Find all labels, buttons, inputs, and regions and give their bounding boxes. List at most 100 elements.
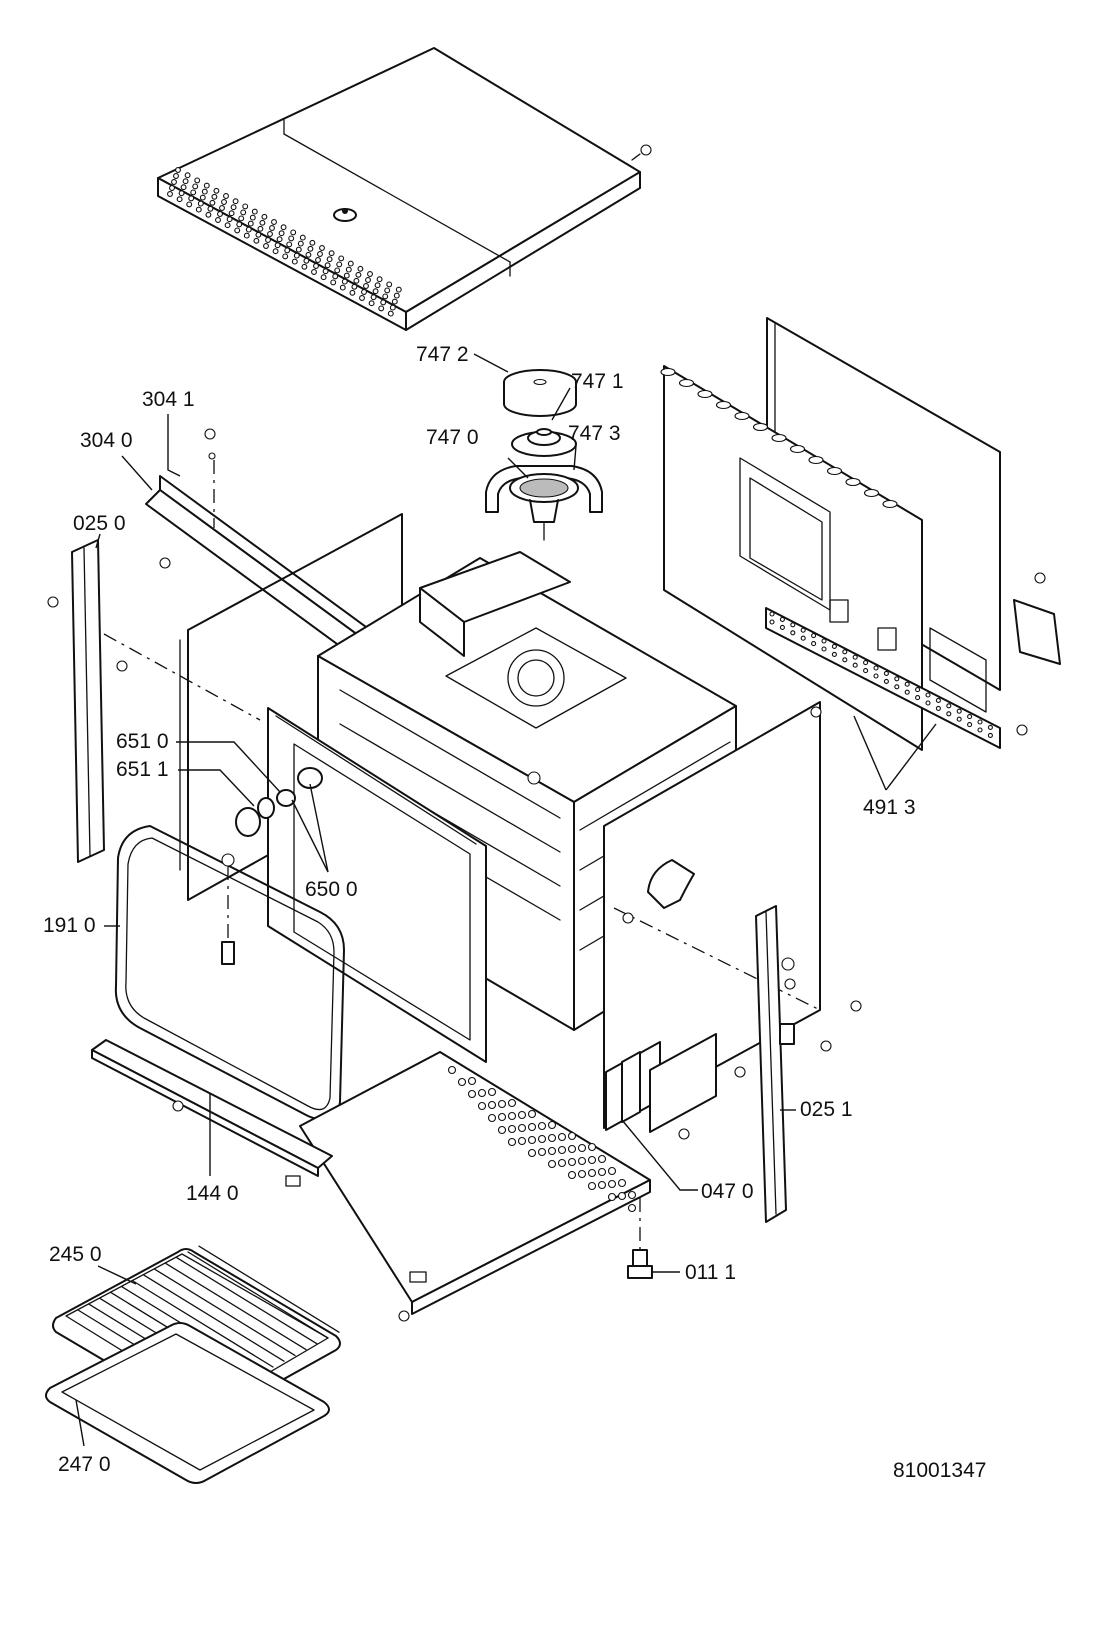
perforation-hole bbox=[265, 237, 271, 243]
perforation-hole bbox=[361, 289, 367, 295]
label-7473: 747 3 bbox=[568, 422, 621, 445]
perforation-hole bbox=[175, 167, 181, 173]
label-0250: 025 0 bbox=[73, 512, 126, 535]
vent-hole bbox=[821, 638, 827, 644]
floor-hole bbox=[607, 1192, 617, 1202]
floor-hole bbox=[507, 1137, 517, 1147]
perforation-hole bbox=[293, 252, 300, 259]
door-seal bbox=[114, 825, 345, 1121]
perforation-hole bbox=[219, 205, 225, 211]
floor-hole bbox=[607, 1166, 617, 1176]
perforation-hole bbox=[201, 188, 208, 195]
vent-hole bbox=[852, 654, 858, 660]
perforation-hole bbox=[213, 187, 220, 194]
floor-hole bbox=[587, 1181, 597, 1191]
vent-hole bbox=[769, 619, 775, 625]
label-4913: 491 3 bbox=[863, 796, 916, 819]
floor-hole bbox=[577, 1169, 587, 1179]
perforation-hole bbox=[315, 257, 321, 263]
top-cover-panel bbox=[157, 47, 652, 331]
perforation-hole bbox=[167, 191, 173, 197]
perforation-hole bbox=[209, 199, 216, 206]
perforation-hole bbox=[382, 293, 389, 300]
vent-slot bbox=[826, 466, 843, 476]
vent-slot bbox=[863, 488, 880, 498]
perforation-hole bbox=[393, 292, 400, 299]
label-0470: 047 0 bbox=[701, 1180, 754, 1203]
shelf-wire bbox=[187, 1251, 329, 1339]
perforation-hole bbox=[245, 226, 252, 233]
back-panel bbox=[660, 317, 1061, 751]
drawing-number: 81001347 bbox=[893, 1459, 986, 1482]
perforation-hole bbox=[303, 257, 310, 264]
perforation-hole bbox=[242, 203, 249, 210]
perforation-hole bbox=[305, 251, 312, 258]
perforation-hole bbox=[224, 222, 231, 229]
floor-hole bbox=[547, 1120, 557, 1130]
perforation-hole bbox=[188, 195, 195, 202]
floor-hole bbox=[597, 1180, 607, 1190]
floor-hole bbox=[627, 1190, 637, 1200]
perforation-hole bbox=[267, 231, 273, 237]
perforation-hole bbox=[370, 294, 377, 301]
vent-hole bbox=[987, 732, 993, 738]
perforation-hole bbox=[215, 217, 221, 223]
perforation-hole bbox=[263, 243, 269, 249]
perforation-hole bbox=[291, 258, 298, 265]
shelf-wire bbox=[132, 1280, 274, 1368]
perforation-hole bbox=[240, 209, 247, 216]
floor-hole bbox=[617, 1178, 627, 1188]
perforation-hole bbox=[299, 234, 306, 241]
floor-hole bbox=[477, 1088, 487, 1098]
floor-hole bbox=[537, 1121, 547, 1131]
vent-slot bbox=[789, 444, 806, 454]
foot-bolt bbox=[627, 1198, 653, 1279]
floor-hole bbox=[497, 1112, 507, 1122]
vent-hole bbox=[977, 719, 983, 725]
floor-hole bbox=[577, 1143, 587, 1153]
floor-hole bbox=[557, 1145, 567, 1155]
perforation-hole bbox=[326, 256, 333, 263]
floor-hole bbox=[527, 1135, 537, 1145]
perforation-hole bbox=[271, 219, 277, 225]
perforation-hole bbox=[341, 278, 348, 285]
vent-slot bbox=[882, 499, 898, 509]
vent-slot bbox=[771, 433, 787, 443]
vent-slot bbox=[697, 389, 713, 399]
vent-slot bbox=[678, 378, 695, 388]
floor-hole bbox=[507, 1111, 517, 1121]
perforation-hole bbox=[182, 178, 189, 185]
perforation-hole bbox=[199, 194, 206, 201]
perforation-hole bbox=[221, 199, 227, 205]
floor-hole bbox=[507, 1098, 517, 1108]
perforation-hole bbox=[247, 220, 254, 227]
vent-hole bbox=[967, 714, 973, 720]
perforation-hole bbox=[351, 283, 358, 290]
floor-hole bbox=[577, 1156, 587, 1166]
perforation-hole bbox=[380, 299, 387, 306]
floor-hole bbox=[527, 1109, 537, 1119]
perforation-hole bbox=[309, 239, 316, 246]
perforation-hole bbox=[171, 179, 177, 185]
vent-hole bbox=[904, 689, 910, 695]
perforation-hole bbox=[249, 214, 256, 221]
label-6500: 650 0 bbox=[305, 878, 358, 901]
perforation-hole bbox=[211, 193, 218, 200]
shelf-wire bbox=[143, 1274, 285, 1362]
floor-hole bbox=[527, 1122, 537, 1132]
perforation-hole bbox=[180, 184, 187, 191]
vent-hole bbox=[883, 678, 889, 684]
perforation-hole bbox=[257, 225, 264, 232]
floor-hole bbox=[487, 1100, 497, 1110]
perforation-hole bbox=[203, 182, 210, 189]
perforation-hole bbox=[386, 281, 393, 288]
vent-hole bbox=[842, 649, 848, 655]
perforation-hole bbox=[367, 271, 373, 277]
shelf-wire bbox=[165, 1262, 307, 1351]
part-labels: 747 2 747 1 747 0 747 3 304 1 304 0 025 … bbox=[43, 343, 986, 1482]
perforation-hole bbox=[236, 221, 243, 228]
floor-hole bbox=[537, 1147, 547, 1157]
perforation-hole bbox=[238, 215, 245, 222]
perforation-hole bbox=[228, 210, 235, 217]
